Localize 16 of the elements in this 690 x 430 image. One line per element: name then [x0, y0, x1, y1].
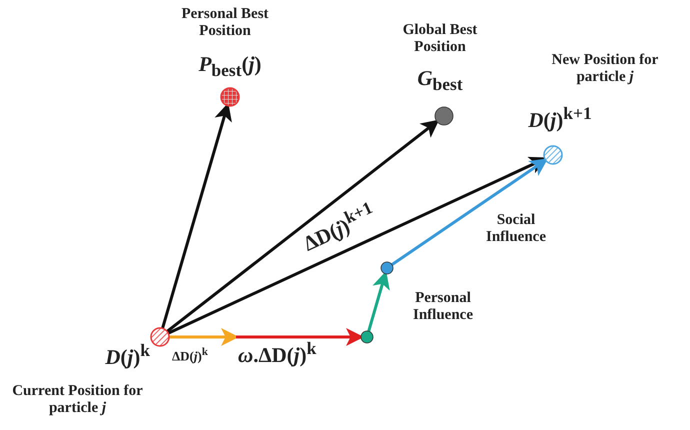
edge-label: Social Influence	[485, 212, 547, 246]
edge-label: Personal Influence	[412, 290, 474, 324]
edge-label: ΔD(j)$^{k}$	[172, 346, 208, 364]
formula-label: P$_{best}$(j)	[198, 52, 262, 80]
arrow	[169, 328, 239, 346]
position-label: Personal Best Position	[180, 6, 270, 40]
position-label: New Position for particle j	[550, 52, 660, 86]
position-label: Current Position for particle j	[11, 383, 144, 418]
arrow	[166, 120, 440, 333]
arrow	[367, 270, 390, 332]
formula-label: D(j)$^{k}$	[104, 340, 150, 370]
formula-label: G$_{best}$	[416, 66, 464, 94]
formula-label: D(j)$^{k+1}$	[527, 103, 593, 132]
arrow	[391, 158, 548, 266]
position-label: Global Best Position	[402, 22, 478, 56]
edge-label: ω.ΔD(j)$^{k}$	[238, 338, 316, 368]
